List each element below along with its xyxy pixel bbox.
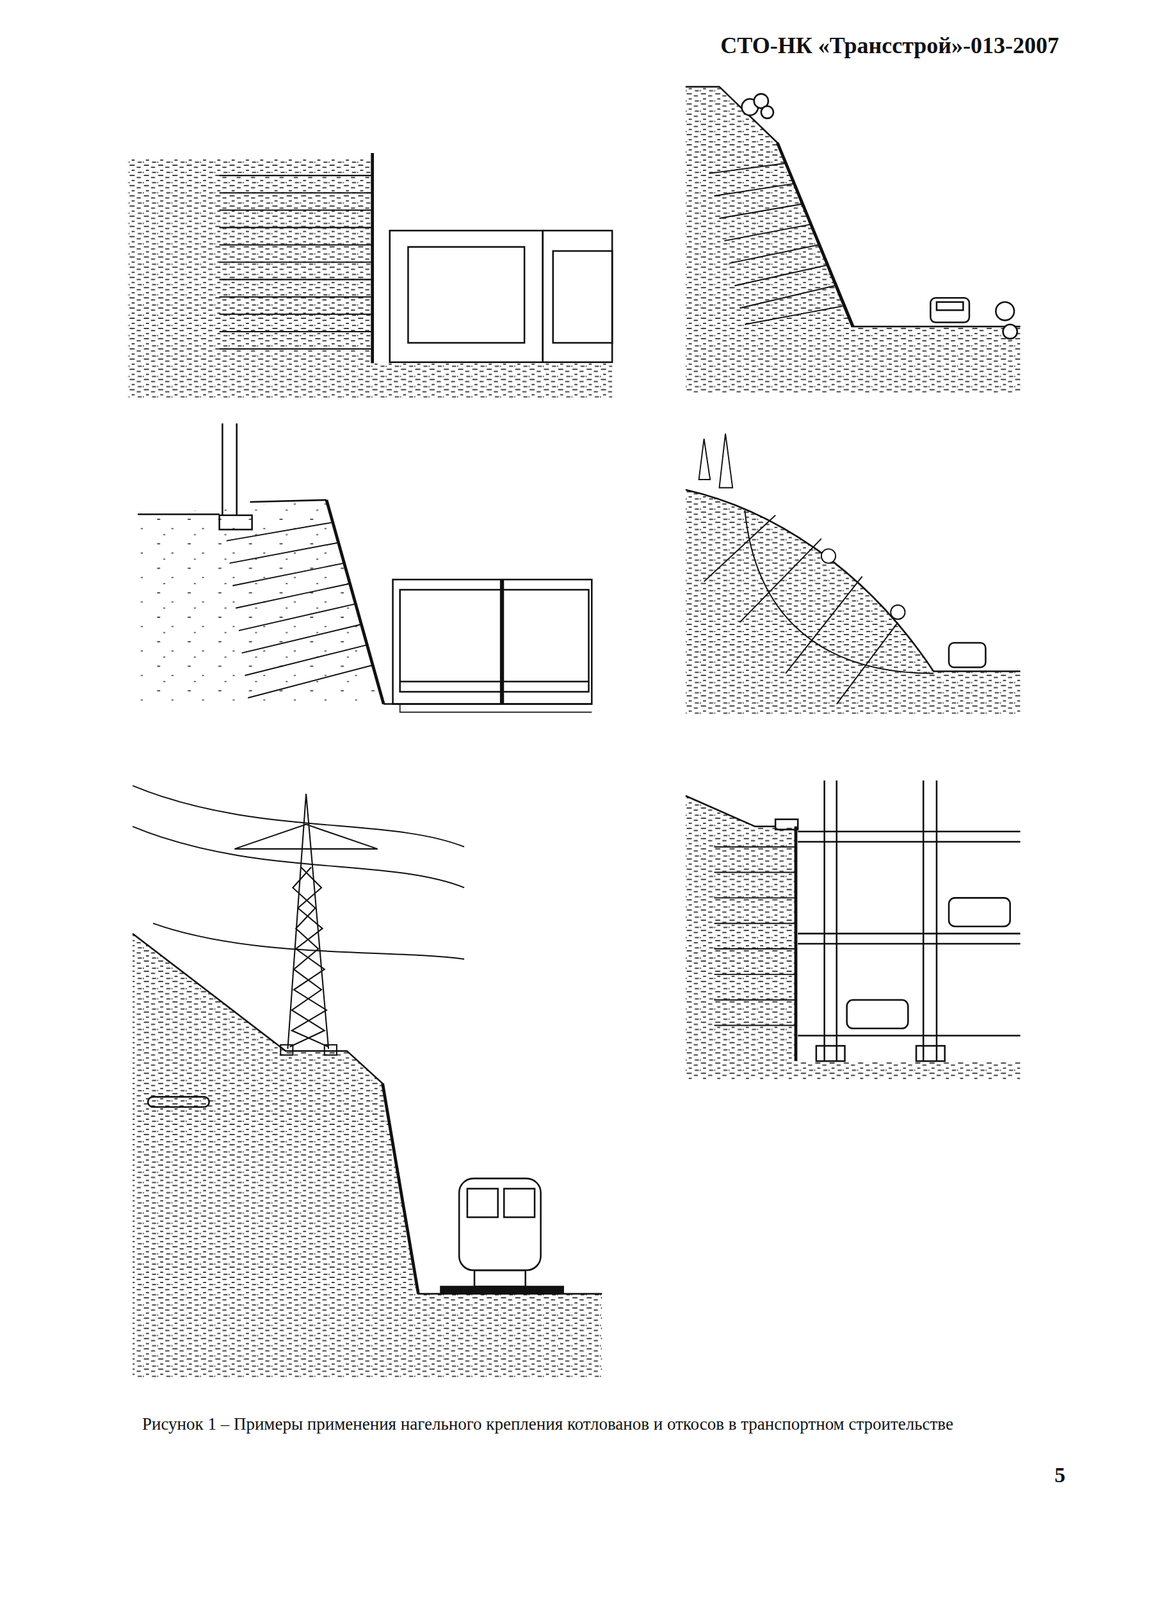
document-header: СТО-НК «Трансстрой»-013-2007 (720, 32, 1059, 59)
panel-power-line-slope (132, 785, 602, 1378)
page-number: 5 (1054, 1462, 1066, 1488)
panel-excavation-box (127, 153, 613, 398)
panel-building-near-excavation (137, 423, 592, 712)
figure-caption: Рисунок 1 – Примеры применения нагельног… (142, 1413, 1070, 1436)
panel-underground-parking (685, 780, 1021, 1080)
panel-landslide-slope (685, 433, 1021, 714)
panel-rock-slope (685, 86, 1021, 393)
